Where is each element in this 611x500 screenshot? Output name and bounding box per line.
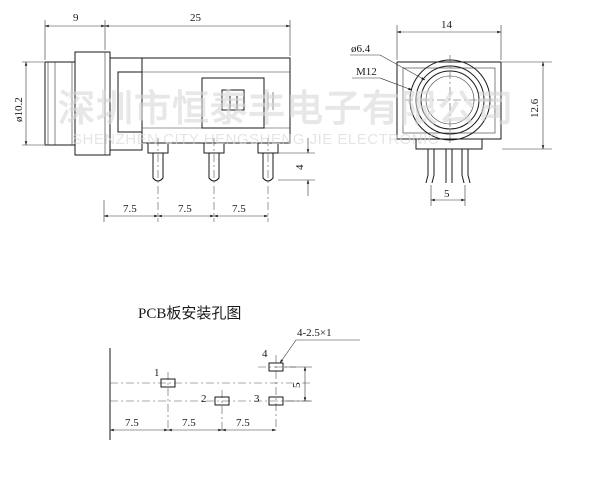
dim-pcb-pitch-2: 7.5 (182, 417, 196, 429)
pcb-pin-4: 4 (262, 348, 268, 360)
pcb-hole-4 (268, 362, 284, 372)
dim-front-bore: ø6.4 (351, 43, 371, 55)
watermark-company-en: SHENZHEN CITY HENGSHENG JIE ELECTRONIC (72, 131, 439, 148)
pcb-hole-spec: 4-2.5×1 (297, 327, 332, 339)
pcb-pin-2: 2 (201, 393, 207, 405)
side-view: 9 25 ø10.2 4 7.5 7.5 7.5 (13, 12, 315, 222)
dim-side-25: 25 (190, 12, 202, 24)
side-clip (201, 77, 265, 129)
dim-front-12-6: 12.6 (529, 98, 541, 118)
dim-side-pitch-3: 7.5 (232, 203, 246, 215)
pcb-layout: PCB板安装孔图 1 2 3 4 4-2.5×1 5 7.5 7 (109, 304, 360, 440)
pcb-title: PCB板安装孔图 (138, 304, 241, 322)
dim-side-pitch-2: 7.5 (178, 203, 192, 215)
dim-side-pitch-1: 7.5 (123, 203, 137, 215)
watermark-company-cn: 深圳市恒泰丰电子有限公司 (58, 87, 514, 130)
dim-front-thread: M12 (356, 66, 377, 78)
dim-side-9: 9 (73, 12, 79, 24)
pcb-hole-2 (214, 396, 230, 406)
dim-side-4: 4 (294, 164, 306, 170)
dim-side-dia: ø10.2 (13, 97, 25, 122)
pcb-hole-1 (160, 378, 176, 388)
front-pin-right (461, 149, 471, 184)
dim-pcb-pitch-3: 7.5 (236, 417, 250, 429)
front-pin-mid (445, 149, 453, 183)
pcb-pin-3: 3 (254, 393, 260, 405)
watermark: 深圳市恒泰丰电子有限公司 SHENZHEN CITY HENGSHENG JIE… (58, 87, 514, 148)
dim-pcb-pitch-1: 7.5 (125, 417, 139, 429)
dim-front-14: 14 (441, 19, 453, 31)
pcb-hole-3 (268, 396, 284, 406)
pcb-pin-1: 1 (154, 367, 160, 379)
front-pin-left (425, 149, 435, 184)
dim-front-5: 5 (444, 188, 450, 200)
front-view: 14 ø6.4 M12 12.6 5 (350, 19, 552, 206)
dim-pcb-5: 5 (291, 382, 303, 388)
